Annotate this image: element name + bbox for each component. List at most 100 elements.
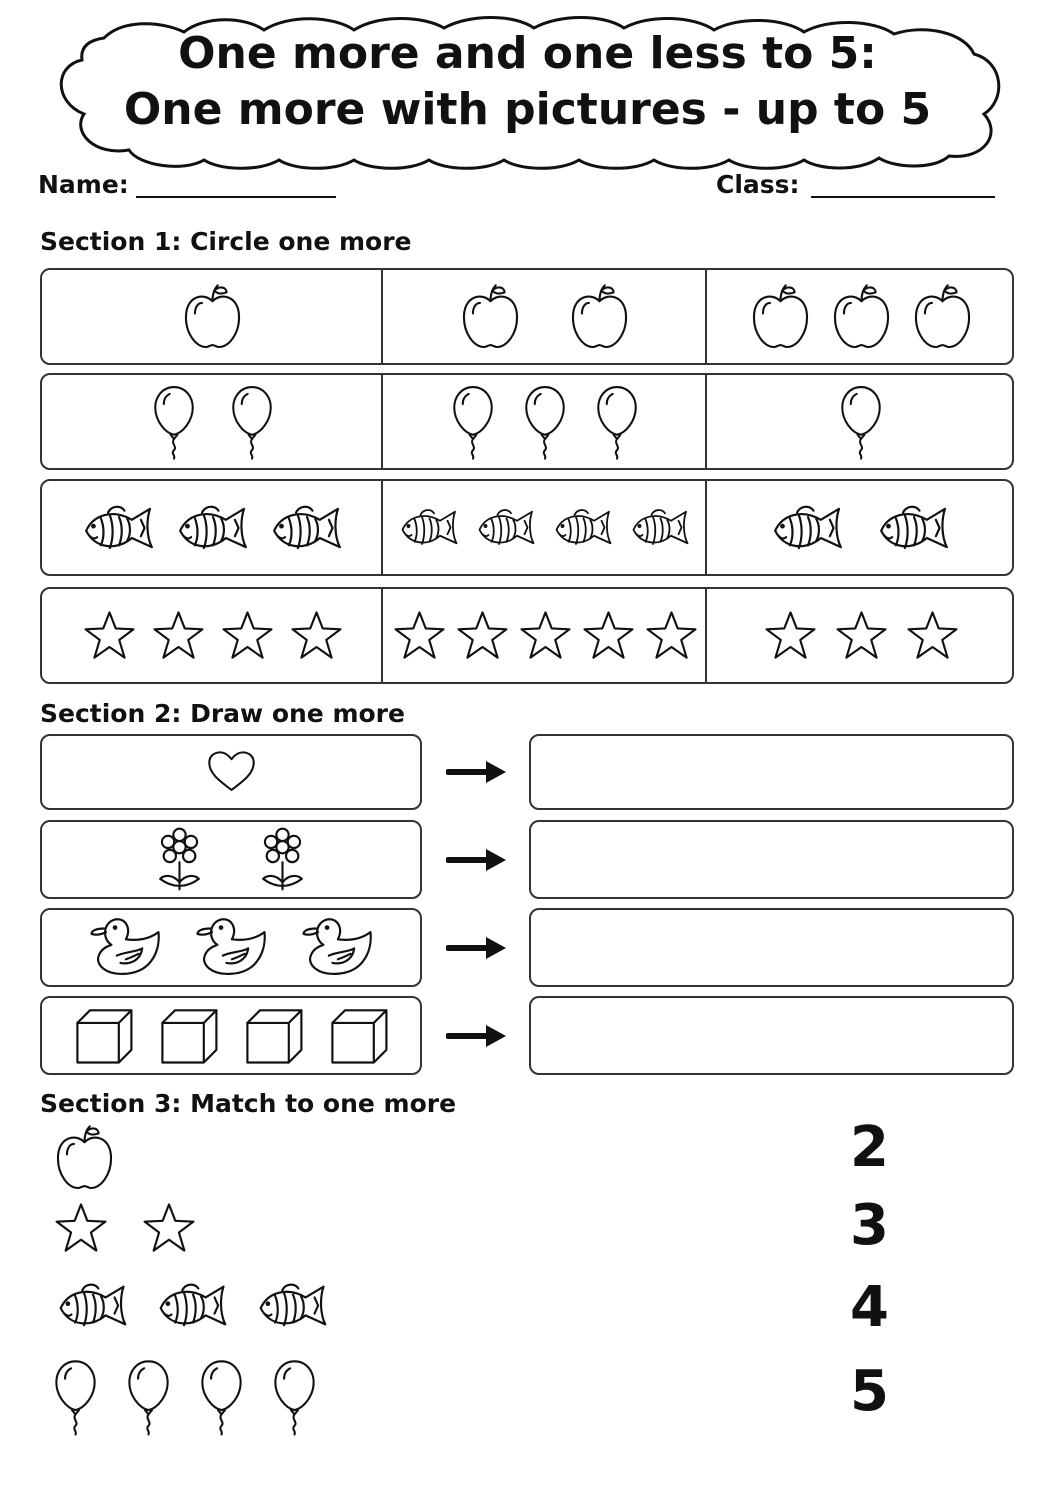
section3-picture-group[interactable] bbox=[52, 1200, 198, 1256]
section1-cell[interactable] bbox=[707, 375, 1015, 468]
star-icon bbox=[762, 608, 819, 663]
cube-icon bbox=[241, 1004, 306, 1067]
heart-icon bbox=[205, 748, 258, 796]
section3-number[interactable]: 3 bbox=[850, 1193, 889, 1258]
cell-divider bbox=[381, 481, 383, 574]
section2-draw-box[interactable] bbox=[529, 734, 1014, 810]
section2-picture-box bbox=[40, 908, 422, 987]
balloon-icon bbox=[151, 381, 197, 463]
section1-row bbox=[40, 479, 1014, 576]
balloon-icon bbox=[52, 1355, 99, 1439]
section2-picture-box bbox=[40, 820, 422, 899]
section1-cell[interactable] bbox=[42, 270, 383, 363]
balloon-icon bbox=[450, 381, 496, 463]
fish-icon bbox=[472, 502, 541, 553]
fish-icon bbox=[265, 497, 349, 559]
section1-cell[interactable] bbox=[42, 375, 383, 468]
fish-icon bbox=[549, 502, 618, 553]
fish-icon bbox=[626, 502, 695, 553]
arrow-right-icon bbox=[445, 756, 510, 792]
arrow-right-icon bbox=[445, 844, 510, 880]
balloon-icon bbox=[522, 381, 568, 463]
cell-divider bbox=[381, 375, 383, 468]
fish-icon bbox=[52, 1275, 134, 1336]
flower-icon bbox=[257, 824, 308, 895]
section2-pictures bbox=[42, 736, 420, 808]
arrow-right-icon bbox=[445, 1020, 510, 1056]
star-icon bbox=[391, 608, 448, 663]
apple-icon bbox=[52, 1122, 117, 1194]
star-icon bbox=[833, 608, 890, 663]
title-line-1: One more and one less to 5: bbox=[178, 28, 877, 79]
duck-icon bbox=[193, 913, 269, 982]
balloon-icon bbox=[229, 381, 275, 463]
cell-divider bbox=[381, 589, 383, 682]
star-icon bbox=[454, 608, 511, 663]
star-icon bbox=[904, 608, 961, 663]
class-line[interactable] bbox=[811, 196, 995, 198]
section2-pictures bbox=[42, 822, 420, 897]
section1-cell[interactable] bbox=[42, 589, 383, 682]
section1-row bbox=[40, 587, 1014, 684]
fish-icon bbox=[77, 497, 161, 559]
cell-divider bbox=[705, 270, 707, 363]
balloon-icon bbox=[198, 1355, 245, 1439]
section3-number[interactable]: 5 bbox=[850, 1359, 889, 1424]
name-line[interactable] bbox=[136, 196, 336, 198]
arrow-right-icon bbox=[445, 932, 510, 968]
fish-icon bbox=[766, 497, 850, 559]
star-icon bbox=[150, 608, 207, 663]
section1-cell[interactable] bbox=[707, 481, 1015, 574]
flower-icon bbox=[154, 824, 205, 895]
section3-picture-group[interactable] bbox=[52, 1122, 117, 1194]
section1-cell[interactable] bbox=[707, 589, 1015, 682]
duck-icon bbox=[299, 913, 375, 982]
title-cloud bbox=[59, 16, 1001, 170]
balloon-icon bbox=[594, 381, 640, 463]
star-icon bbox=[52, 1200, 110, 1256]
section2-pictures bbox=[42, 998, 420, 1073]
apple-icon bbox=[180, 281, 245, 353]
balloon-icon bbox=[838, 381, 884, 463]
section2-draw-box[interactable] bbox=[529, 908, 1014, 987]
section2-pictures bbox=[42, 910, 420, 985]
section1-title: Section 1: Circle one more bbox=[40, 227, 412, 256]
section1-cell[interactable] bbox=[707, 270, 1015, 363]
star-icon bbox=[517, 608, 574, 663]
cell-divider bbox=[705, 375, 707, 468]
section3-number[interactable]: 2 bbox=[850, 1115, 889, 1180]
section3-number[interactable]: 4 bbox=[850, 1275, 889, 1340]
section2-picture-box bbox=[40, 996, 422, 1075]
section2-title: Section 2: Draw one more bbox=[40, 699, 405, 728]
section1-cell[interactable] bbox=[42, 481, 383, 574]
star-icon bbox=[288, 608, 345, 663]
star-icon bbox=[219, 608, 276, 663]
apple-icon bbox=[748, 281, 813, 353]
section1-cell[interactable] bbox=[383, 481, 707, 574]
cube-icon bbox=[71, 1004, 136, 1067]
name-label: Name: bbox=[38, 170, 129, 199]
section1-cell[interactable] bbox=[383, 589, 707, 682]
section1-cell[interactable] bbox=[383, 270, 707, 363]
class-label: Class: bbox=[716, 170, 800, 199]
section2-picture-box bbox=[40, 734, 422, 810]
section3-picture-group[interactable] bbox=[52, 1355, 318, 1439]
apple-icon bbox=[829, 281, 894, 353]
cell-divider bbox=[705, 481, 707, 574]
star-icon bbox=[580, 608, 637, 663]
fish-icon bbox=[171, 497, 255, 559]
cube-icon bbox=[156, 1004, 221, 1067]
fish-icon bbox=[152, 1275, 234, 1336]
fish-icon bbox=[252, 1275, 334, 1336]
title-line-2: One more with pictures - up to 5 bbox=[123, 84, 932, 135]
cell-divider bbox=[705, 589, 707, 682]
fish-icon bbox=[395, 502, 464, 553]
apple-icon bbox=[910, 281, 975, 353]
section1-cell[interactable] bbox=[383, 375, 707, 468]
star-icon bbox=[140, 1200, 198, 1256]
star-icon bbox=[81, 608, 138, 663]
balloon-icon bbox=[125, 1355, 172, 1439]
section3-picture-group[interactable] bbox=[52, 1275, 334, 1336]
section2-draw-box[interactable] bbox=[529, 820, 1014, 899]
section2-draw-box[interactable] bbox=[529, 996, 1014, 1075]
